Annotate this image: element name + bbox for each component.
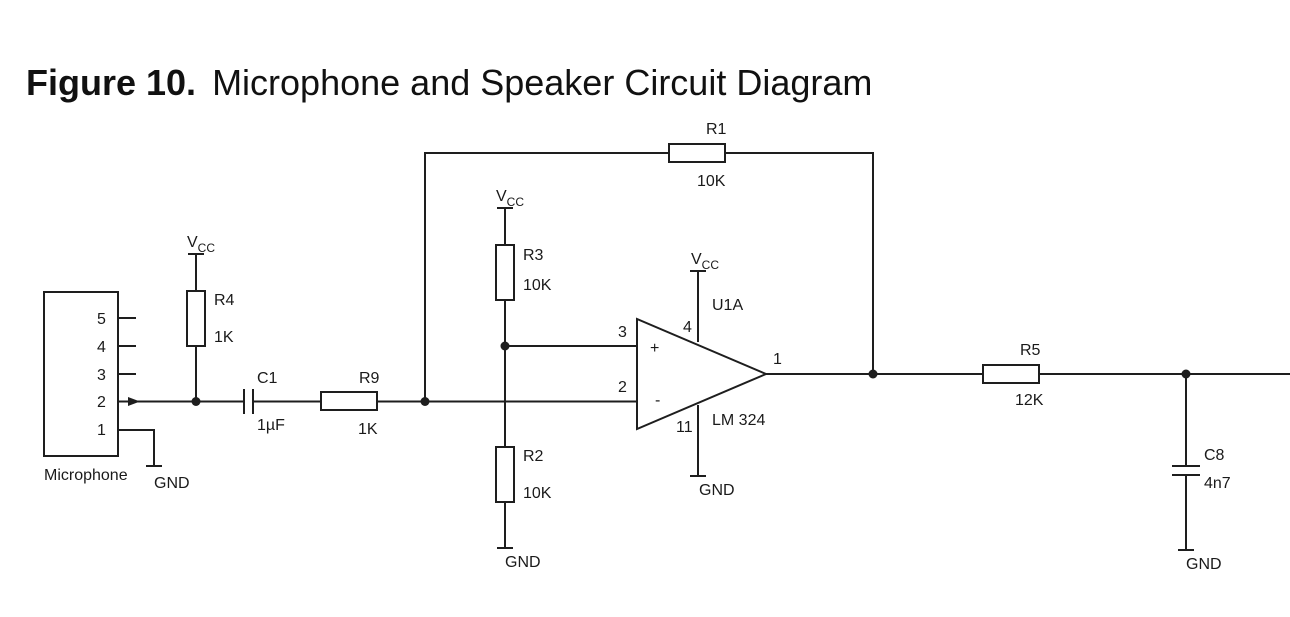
r5-body <box>982 364 1040 384</box>
r3-body <box>495 244 515 301</box>
opamp-pin-11-label: 11 <box>676 419 693 436</box>
resistor-r3: VCC R3 10K <box>495 188 552 301</box>
opamp-pin-4-label: 4 <box>683 319 692 336</box>
wire-feedback-left <box>424 152 669 401</box>
mic-pin-4-label: 4 <box>97 339 106 356</box>
mic-pin-2-label: 2 <box>97 394 106 411</box>
r2-gnd-label: GND <box>505 554 541 571</box>
junction-output <box>868 369 878 379</box>
opamp-vcc-label: VCC <box>691 251 719 272</box>
mic-pin-1-wire <box>118 429 155 466</box>
mic-pin-3-label: 3 <box>97 367 106 384</box>
r2-value-label: 10K <box>523 485 552 502</box>
r3-vcc-label: VCC <box>496 188 524 209</box>
r9-value-label: 1K <box>358 421 378 438</box>
r4-ref-label: R4 <box>214 292 235 309</box>
r9-body <box>320 391 378 411</box>
figure-caption: Microphone and Speaker Circuit Diagram <box>212 62 873 103</box>
r3-ref-label: R3 <box>523 247 544 264</box>
microphone: 5 4 3 2 1 GND Microphone <box>43 291 190 492</box>
mic-gnd-label: GND <box>154 475 190 492</box>
opamp-part-label: LM 324 <box>712 412 765 429</box>
r1-ref-label: R1 <box>706 121 727 138</box>
r4-body <box>186 290 206 347</box>
mic-pin-5-label: 5 <box>97 311 106 328</box>
opamp-ref-label: U1A <box>712 297 743 314</box>
r2-body <box>495 446 515 503</box>
c8-ref-label: C8 <box>1204 447 1225 464</box>
r4-vcc-label: VCC <box>187 234 215 255</box>
capacitor-c8: GND C8 4n7 <box>1172 374 1231 573</box>
resistor-r1: R1 10K <box>424 121 874 401</box>
r4-value-label: 1K <box>214 329 234 346</box>
opamp-minus-sign: - <box>655 392 660 409</box>
opamp-pin-3-label: 3 <box>618 324 627 341</box>
opamp-pin-2-label: 2 <box>618 379 627 396</box>
wire-feedback-right <box>725 152 874 374</box>
opamp-triangle <box>636 317 769 431</box>
r5-value-label: 12K <box>1015 392 1044 409</box>
c8-value-label: 4n7 <box>1204 475 1231 492</box>
figure-number: Figure 10. <box>26 62 197 103</box>
opamp-plus-sign: + <box>650 340 659 357</box>
mic-pin-1-label: 1 <box>97 422 106 439</box>
opamp-pin-1-label: 1 <box>773 351 782 368</box>
c8-gnd-label: GND <box>1186 556 1222 573</box>
figure-title: Figure 10. Microphone and Speaker Circuit… <box>26 62 872 104</box>
junction-r4 <box>191 397 201 406</box>
r1-body <box>668 143 726 163</box>
microphone-body <box>43 291 119 457</box>
c1-ref-label: C1 <box>257 370 278 387</box>
r1-value-label: 10K <box>697 173 726 190</box>
resistor-r5: R5 12K <box>982 342 1044 409</box>
c1-value-label: 1µF <box>257 417 285 434</box>
r2-ref-label: R2 <box>523 448 544 465</box>
r9-ref-label: R9 <box>359 370 380 387</box>
r3-value-label: 10K <box>523 277 552 294</box>
opamp-u1a: 3 2 + - VCC 4 U1A GND 11 LM 324 1 <box>618 251 782 499</box>
resistor-r2: GND R2 10K <box>495 446 552 571</box>
resistor-r4: VCC R4 1K <box>186 234 235 406</box>
junction-feedback <box>420 397 430 406</box>
resistor-r9: R9 1K <box>320 370 380 438</box>
microphone-label: Microphone <box>44 467 128 484</box>
r5-ref-label: R5 <box>1020 342 1041 359</box>
opamp-gnd-label: GND <box>699 482 735 499</box>
